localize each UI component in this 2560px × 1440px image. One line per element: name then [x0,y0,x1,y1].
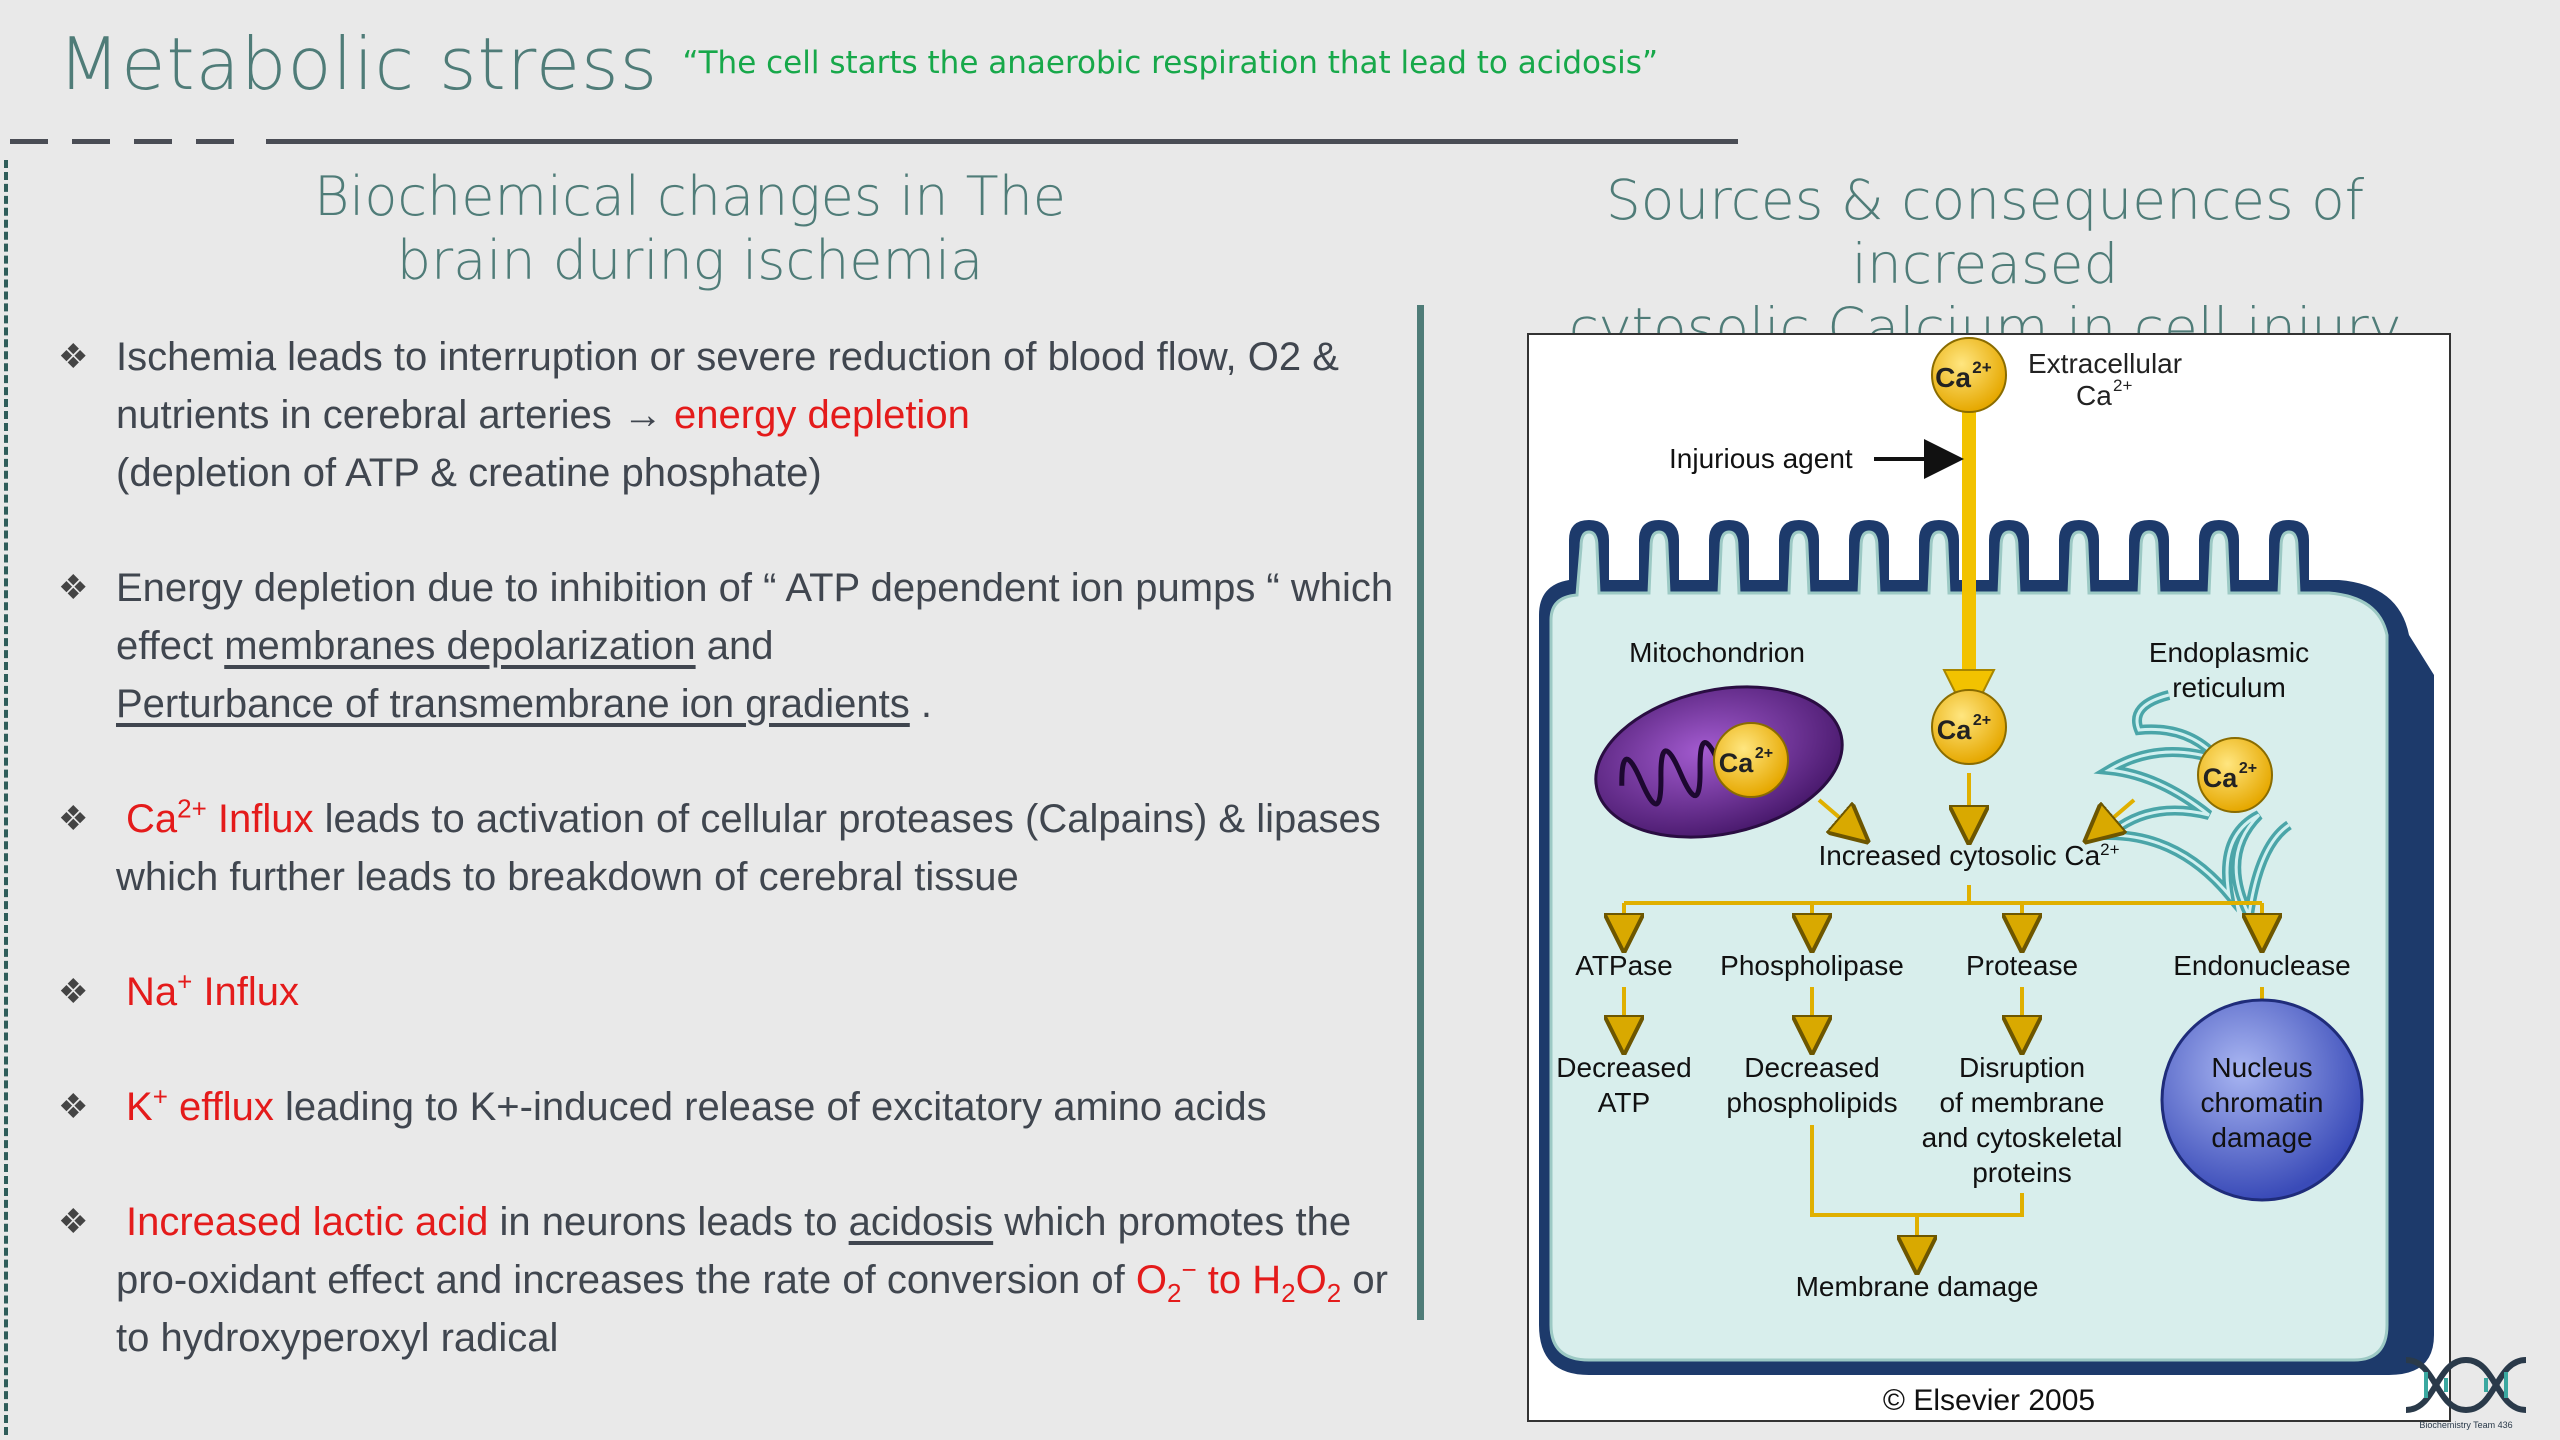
bullet-sodium-influx: ❖ Na+ Influx [58,963,1398,1021]
copyright-label: © Elsevier 2005 [1883,1384,2095,1417]
bullet-calcium-influx: ❖ Ca2+ Influx leads to activation of cel… [58,790,1398,906]
title-main: Metabolic stress [58,22,659,106]
ca-cytosol-icon [1931,689,2007,765]
ca-top-sup: 2+ [1972,358,1991,377]
arrow-er [2099,798,2136,830]
left-dashed-rule [4,160,12,1435]
bullet-diamond-icon: ❖ [58,973,89,1011]
injurious-agent-label: Injurious agent [1669,443,1853,474]
calcium-diagram-svg: Ca 2+ Extracellular Ca 2+ Injurious agen… [1539,337,2434,1417]
extracellular-label: Extracellular [2028,348,2182,379]
decreased-atp-line2: ATP [1598,1087,1650,1118]
right-column-heading: Sources & consequences of increased cyto… [1568,168,2402,360]
bullet-diamond-icon: ❖ [58,1203,89,1241]
title-quote: “The cell starts the anaerobic respirati… [682,45,1659,81]
disruption-line1: Disruption [1959,1052,2085,1083]
disruption-line2: of membrane [1940,1087,2105,1118]
bullet-ischemia: ❖ Ischemia leads to interruption or seve… [58,328,1398,502]
column-divider [1417,305,1424,1320]
nucleus-line3: damage [2211,1122,2312,1153]
extracellular-ca-sup: 2+ [2113,376,2132,395]
enzyme-phospholipase: Phospholipase [1720,950,1904,981]
title-dash [196,139,234,144]
ca-cytosol-label: Ca [1937,715,1972,745]
ca-mito-label: Ca [1719,748,1754,778]
dna-logo-icon: Biochemistry Team 436 [2405,1356,2527,1430]
arrow-right-icon: → [622,393,663,437]
nucleus-line2: chromatin [2201,1087,2324,1118]
er-lumen [2104,693,2290,920]
title-rule [266,139,1738,144]
ca-er-label: Ca [2203,763,2238,793]
title-dash [134,139,172,144]
bullet-diamond-icon: ❖ [58,338,89,376]
bullet-diamond-icon: ❖ [58,569,89,607]
bullet-energy-depletion: ❖ Energy depletion due to inhibition of … [58,559,1398,733]
nucleus-icon [2160,998,2364,1202]
title-dash [10,139,48,144]
bullet-list: ❖ Ischemia leads to interruption or seve… [58,328,1398,1424]
membrane-damage-label: Membrane damage [1796,1271,2039,1302]
extracellular-ca-label: Ca [2076,380,2112,411]
team-logo: Biochemistry Team 436 [2396,1350,2536,1432]
decreased-phospho-line2: phospholipids [1726,1087,1897,1118]
ca-er-icon [2197,737,2273,813]
ca-mito-sup: 2+ [1755,745,1773,762]
enzyme-atpase: ATPase [1575,950,1673,981]
bullet-lactic-acid: ❖ Increased lactic acid in neurons leads… [58,1193,1398,1367]
ca-er-sup: 2+ [2239,760,2257,777]
title-dash [72,139,110,144]
left-column-heading: Biochemical changes in The brain during … [313,165,1067,292]
ca-top-label: Ca [1935,362,1971,393]
bullet-potassium-efflux: ❖ K+ efflux leading to K+-induced releas… [58,1078,1398,1136]
increased-cytosolic-label: Increased cytosolic Ca2+ [1818,840,2119,871]
ca-top-icon [1931,337,2007,413]
ca-mito-icon [1713,722,1789,798]
slide-title: Metabolic stress “The cell starts the an… [58,22,1658,106]
er-label-line2: reticulum [2172,672,2286,703]
decreased-atp-line1: Decreased [1556,1052,1691,1083]
logo-caption: Biochemistry Team 436 [2419,1420,2512,1430]
disruption-line4: proteins [1972,1157,2072,1188]
bullet-diamond-icon: ❖ [58,1088,89,1126]
er-label-line1: Endoplasmic [2149,637,2309,668]
ca-cytosol-sup: 2+ [1973,712,1991,729]
disruption-line3: and cytoskeletal [1922,1122,2123,1153]
bullet-diamond-icon: ❖ [58,800,89,838]
decreased-phospho-line1: Decreased [1744,1052,1879,1083]
enzyme-endonuclease: Endonuclease [2173,950,2350,981]
nucleus-line1: Nucleus [2211,1052,2312,1083]
calcium-diagram: Ca 2+ Extracellular Ca 2+ Injurious agen… [1527,333,2451,1422]
mitochondrion-label: Mitochondrion [1629,637,1805,668]
arrow-mito [1817,798,1854,830]
enzyme-protease: Protease [1966,950,2078,981]
